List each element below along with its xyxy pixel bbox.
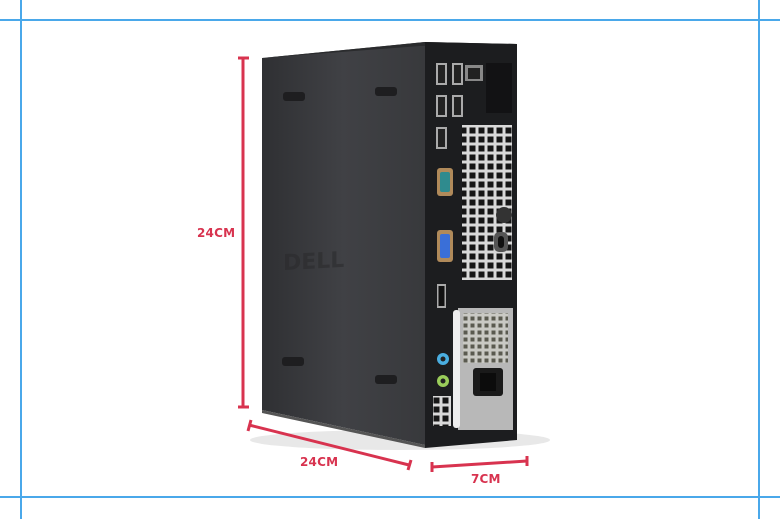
depth-dimension-arrow (246, 419, 413, 471)
bottom-vent (433, 396, 451, 426)
vga-port (437, 230, 453, 262)
cover-plate (486, 63, 512, 113)
vent-grille (462, 125, 512, 280)
dell-logo: DELL (283, 248, 344, 276)
rubber-foot (375, 87, 397, 96)
height-dimension-arrow (238, 56, 249, 409)
depth-dimension-label: 24CM (300, 455, 339, 469)
usb-ports (436, 63, 463, 149)
label-sticker (453, 310, 460, 428)
width-dimension-arrow (430, 456, 529, 472)
chassis-side-panel (262, 42, 425, 445)
screw (496, 207, 512, 223)
rubber-foot (282, 357, 304, 366)
frame-line-bottom (0, 496, 780, 498)
frame-line-left (20, 0, 22, 519)
rubber-foot (283, 92, 305, 101)
rubber-foot (375, 375, 397, 384)
serial-port (437, 168, 453, 196)
svg-text:DELL: DELL (283, 248, 344, 276)
frame-line-right (758, 0, 760, 519)
height-dimension-label: 24CM (197, 226, 236, 240)
frame-line-top (0, 19, 780, 21)
width-dimension-label: 7CM (471, 472, 501, 486)
